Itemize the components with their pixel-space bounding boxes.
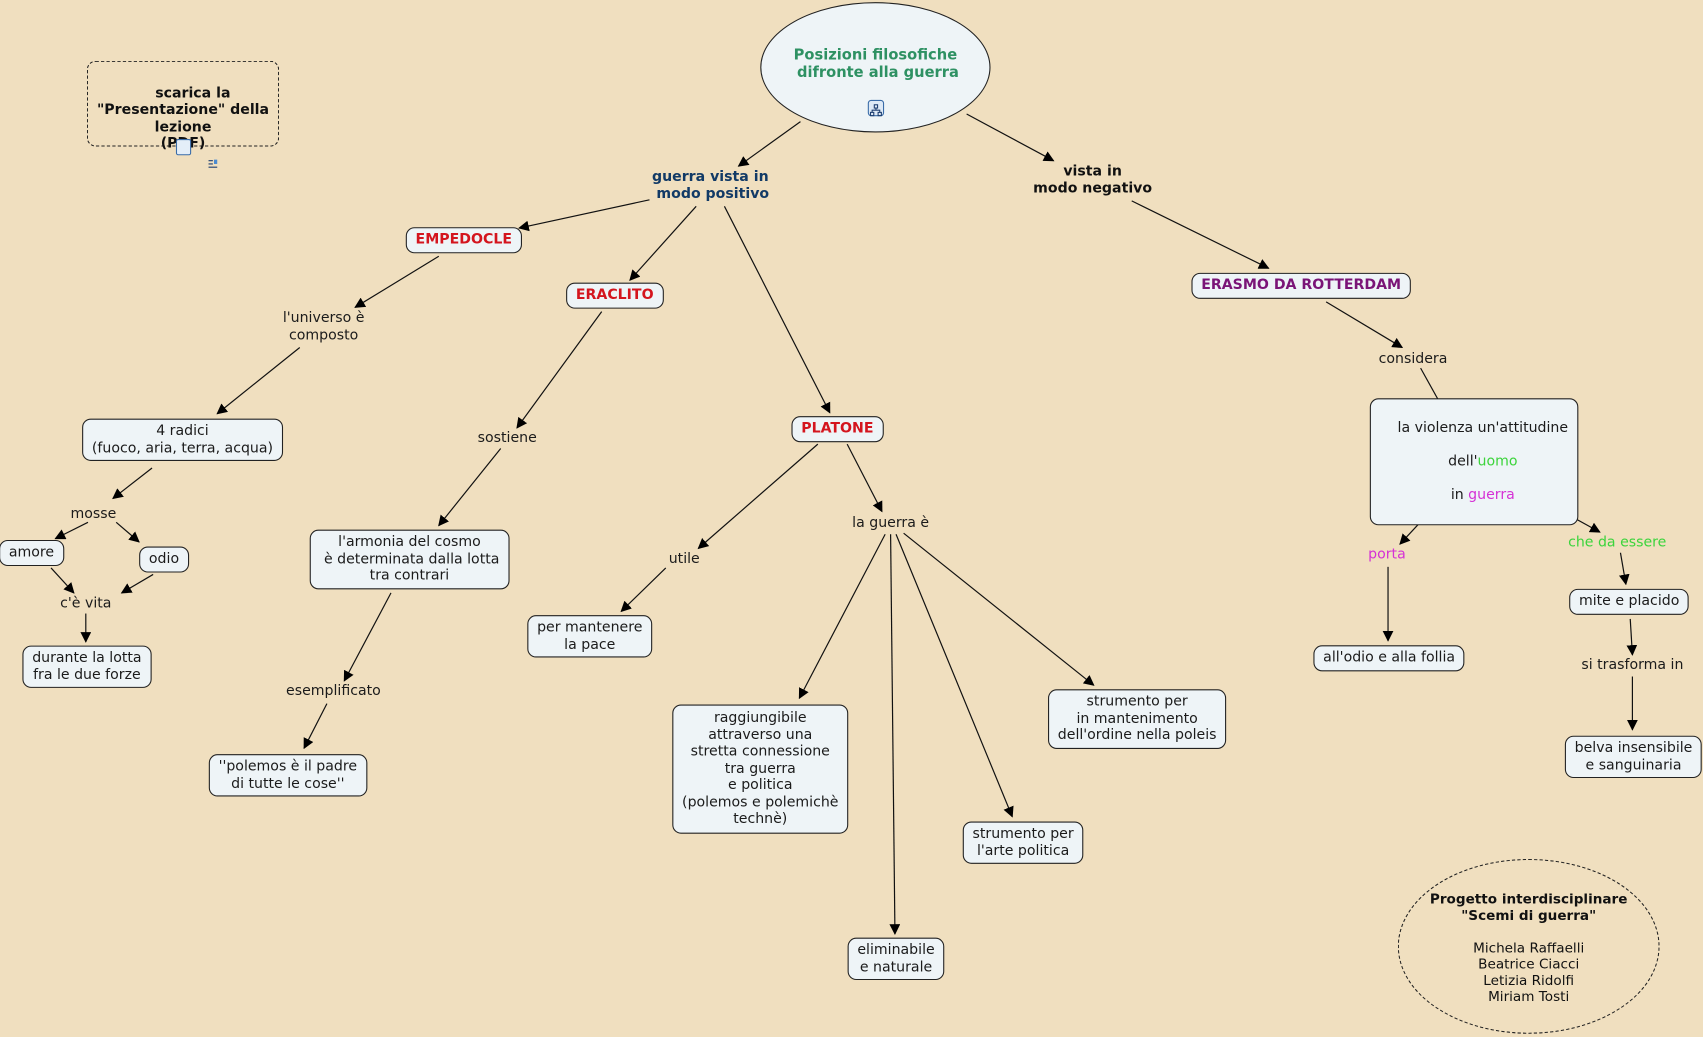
link-essere-mite (1618, 552, 1630, 586)
download-presentation-note[interactable]: scarica la "Presentazione" della lezione… (86, 60, 280, 168)
link-esemplificato-polemos (303, 703, 328, 750)
node-eraclito[interactable]: ERACLITO (566, 282, 664, 309)
link-label-esemplificato: esemplificato (286, 683, 381, 700)
link-universo-radici (216, 347, 301, 415)
credits-ellipse: Progetto interdisciplinare "Scemi di gue… (1397, 858, 1660, 1034)
link-label-universo: l'universo è composto (282, 310, 365, 344)
link-label-utile: utile (668, 550, 700, 568)
violenza-guerra: guerra (1468, 486, 1515, 504)
node-armonia[interactable]: l'armonia del cosmo è determinata dalla … (309, 529, 510, 589)
link-radici-mosse (112, 467, 153, 500)
node-polemos[interactable]: ''polemos è il padre di tutte le cose'' (208, 754, 367, 797)
link-empedocle-universo (354, 255, 440, 308)
link-title-negative (966, 113, 1055, 162)
node-empedocle[interactable]: EMPEDOCLE (405, 227, 522, 253)
pdf-document-icon[interactable] (175, 138, 218, 168)
credits-title: Progetto interdisciplinare "Scemi di gue… (1429, 890, 1628, 924)
download-note-text: scarica la "Presentazione" della lezione… (96, 85, 270, 152)
node-amore[interactable]: amore (0, 539, 64, 566)
link-positive-empedocle (518, 199, 650, 232)
link-mosse-odio (115, 521, 140, 543)
violenza-dell: dell' (1448, 453, 1478, 470)
root-concept[interactable]: Posizioni filosofiche difronte alla guer… (760, 2, 991, 133)
submap-icon[interactable] (867, 99, 885, 117)
link-guerra-arte (895, 534, 1014, 818)
node-radici[interactable]: 4 radici (fuoco, aria, terra, acqua) (82, 418, 283, 461)
link-utile-pace (620, 567, 667, 613)
link-odio-vita (120, 573, 154, 594)
link-armonia-esemplificato (343, 592, 392, 682)
node-arte-politica[interactable]: strumento per l'arte politica (962, 821, 1084, 864)
link-eraclito-sostiene (516, 311, 603, 429)
link-title-positive (737, 121, 801, 167)
node-pace[interactable]: per mantenere la pace (527, 615, 653, 658)
link-guerra-ordine (903, 532, 1095, 686)
link-platone-guerra (846, 443, 883, 513)
link-negative-erasmo (1131, 200, 1270, 269)
branch-positive: guerra vista in modo positivo (651, 168, 770, 202)
link-amore-vita (50, 567, 75, 594)
node-belva[interactable]: belva insensibile e sanguinaria (1564, 735, 1703, 779)
link-positive-eraclito (629, 205, 697, 281)
link-guerra-raggiungibile (798, 533, 886, 700)
violenza-in: in (1450, 486, 1469, 504)
link-guerra-eliminabile (889, 534, 901, 935)
root-title: Posizioni filosofiche difronte alla guer… (793, 46, 959, 82)
node-raggiungibile[interactable]: raggiungibile attraverso una stretta con… (672, 704, 849, 834)
link-label-porta: porta (1368, 546, 1406, 563)
node-platone[interactable]: PLATONE (791, 416, 884, 442)
link-mosse-amore (54, 521, 89, 540)
link-positive-platone (723, 206, 831, 414)
link-label-vita: c'è vita (60, 595, 112, 612)
link-label-sostiene: sostiene (477, 430, 537, 447)
node-forze[interactable]: durante la lotta fra le due forze (22, 645, 152, 688)
link-erasmo-considera (1325, 301, 1404, 349)
node-ordine[interactable]: strumento per in mantenimento dell'ordin… (1048, 689, 1227, 749)
link-label-mosse: mosse (70, 506, 117, 523)
violenza-line1: la violenza un'attitudine (1397, 419, 1569, 436)
link-label-trasforma: si trasforma in (1581, 657, 1684, 674)
node-eliminabile[interactable]: eliminabile e naturale (847, 937, 945, 981)
node-mite[interactable]: mite e placido (1569, 588, 1690, 615)
link-label-guerra: la guerra è (852, 514, 930, 532)
branch-negative: vista in modo negativo (1033, 163, 1153, 197)
node-erasmo[interactable]: ERASMO DA ROTTERDAM (1191, 272, 1411, 299)
link-label-essere: che da essere (1568, 534, 1667, 551)
link-mite-trasforma (1626, 618, 1638, 656)
link-platone-utile (697, 443, 819, 550)
node-odio[interactable]: odio (139, 546, 189, 572)
link-label-considera: considera (1378, 351, 1448, 368)
credits-names: Michela Raffaelli Beatrice Ciacci Letizi… (1473, 939, 1585, 1005)
link-sostiene-armonia (438, 448, 502, 527)
violenza-uomo: uomo (1477, 453, 1518, 470)
node-violenza[interactable]: la violenza un'attitudine dell'uomo in g… (1369, 398, 1578, 525)
node-odio-follia[interactable]: all'odio e alla follia (1313, 645, 1465, 671)
